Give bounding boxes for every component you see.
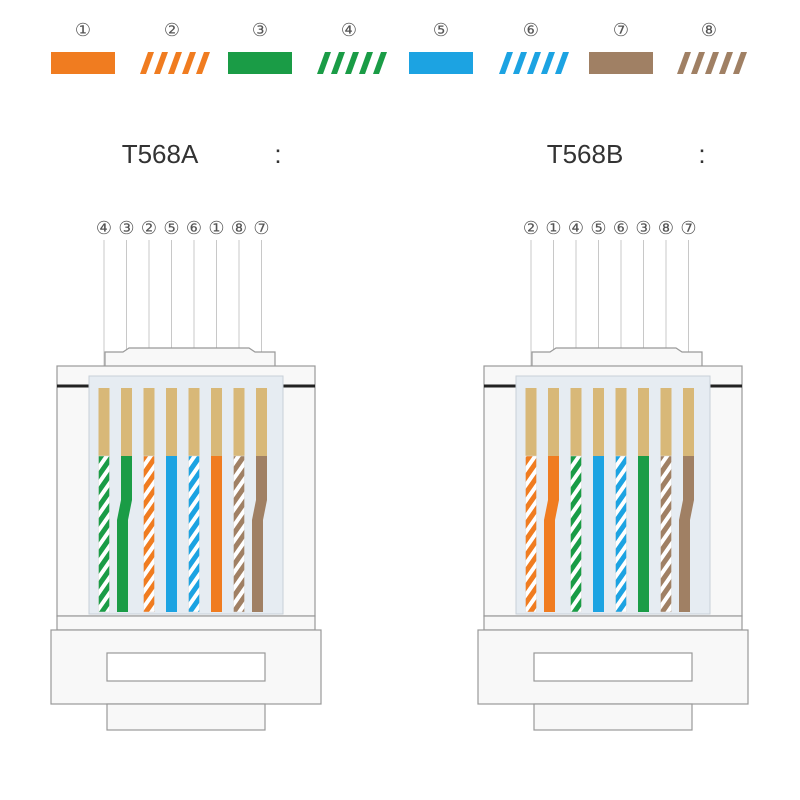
wire (679, 456, 694, 612)
pin-label: ③ (635, 218, 651, 239)
gold-contact (256, 388, 267, 456)
wire (233, 455, 245, 613)
connector-top-cap (531, 347, 703, 369)
legend-swatch-solid (228, 52, 292, 74)
strain-relief (50, 629, 322, 705)
legend-item: ⑦ (589, 20, 653, 74)
legend-item: ⑥ (499, 20, 569, 74)
t568b-colon: : (698, 139, 705, 169)
legend-swatch-striped (140, 52, 210, 74)
wire (544, 456, 559, 612)
pin-label: ① (545, 218, 561, 239)
pin-label: ⑦ (253, 218, 269, 239)
pin-label: ⑦ (680, 218, 696, 239)
gold-contact (615, 388, 627, 456)
legend-swatch-striped (499, 52, 569, 74)
pin-label: ④ (96, 218, 112, 239)
wire (211, 456, 222, 612)
legend-number: ⑤ (433, 20, 449, 41)
gold-contact (233, 388, 245, 456)
wire (252, 456, 267, 612)
wire (188, 455, 200, 613)
legend-number: ③ (252, 20, 268, 41)
pin-label: ① (208, 218, 224, 239)
wire (98, 455, 110, 613)
cable-stub (533, 703, 693, 731)
gold-contact (166, 388, 177, 456)
t568a-title: T568A (122, 139, 199, 169)
legend-number: ② (164, 20, 180, 41)
gold-contact (525, 388, 537, 456)
gold-contact (121, 388, 132, 456)
gold-contact (683, 388, 694, 456)
legend-number: ⑧ (701, 20, 717, 41)
legend-swatch-solid (409, 52, 473, 74)
legend-swatch-solid (589, 52, 653, 74)
legend-number: ④ (341, 20, 357, 41)
gold-contact (638, 388, 649, 456)
gold-contact (660, 388, 672, 456)
gold-contact (188, 388, 200, 456)
wire (117, 456, 132, 612)
cable-stub (106, 703, 266, 731)
pin-label: ② (141, 218, 157, 239)
wire (570, 455, 582, 613)
wire (660, 455, 672, 613)
legend-item: ④ (317, 20, 387, 74)
wire (166, 456, 177, 612)
pin-label: ③ (118, 218, 134, 239)
legend-item: ⑧ (677, 20, 747, 74)
pin-label: ⑧ (658, 218, 674, 239)
pin-label: ⑥ (613, 218, 629, 239)
pin-label: ⑥ (186, 218, 202, 239)
legend-number: ⑥ (523, 20, 539, 41)
gold-contact (593, 388, 604, 456)
strain-relief-window (106, 652, 266, 682)
connector-top-cap (104, 347, 276, 369)
pin-label: ⑤ (590, 218, 606, 239)
t568b-title: T568B (547, 139, 624, 169)
pin-label: ② (523, 218, 539, 239)
legend-item: ② (140, 20, 210, 74)
connector-collar (483, 615, 743, 631)
legend-number: ① (75, 20, 91, 41)
pin-label: ⑧ (231, 218, 247, 239)
legend-item: ⑤ (409, 20, 473, 74)
gold-contact (98, 388, 110, 456)
wire-color-legend: ① ② ③ ④ ⑤ ⑥ ⑦ ⑧ (51, 20, 747, 74)
legend-swatch-striped (677, 52, 747, 74)
gold-contact (143, 388, 155, 456)
legend-item: ① (51, 20, 115, 74)
wire (638, 456, 649, 612)
gold-contact (548, 388, 559, 456)
gold-contact (570, 388, 582, 456)
legend-swatch-striped (317, 52, 387, 74)
legend-item: ③ (228, 20, 292, 74)
wire (525, 455, 537, 613)
strain-relief-window (533, 652, 693, 682)
connector-collar (56, 615, 316, 631)
legend-swatch-solid (51, 52, 115, 74)
gold-contact (211, 388, 222, 456)
t568a-colon: : (274, 139, 281, 169)
pin-label: ⑤ (163, 218, 179, 239)
wire (143, 455, 155, 613)
wire (615, 455, 627, 613)
legend-number: ⑦ (613, 20, 629, 41)
wire (593, 456, 604, 612)
pin-label: ④ (568, 218, 584, 239)
